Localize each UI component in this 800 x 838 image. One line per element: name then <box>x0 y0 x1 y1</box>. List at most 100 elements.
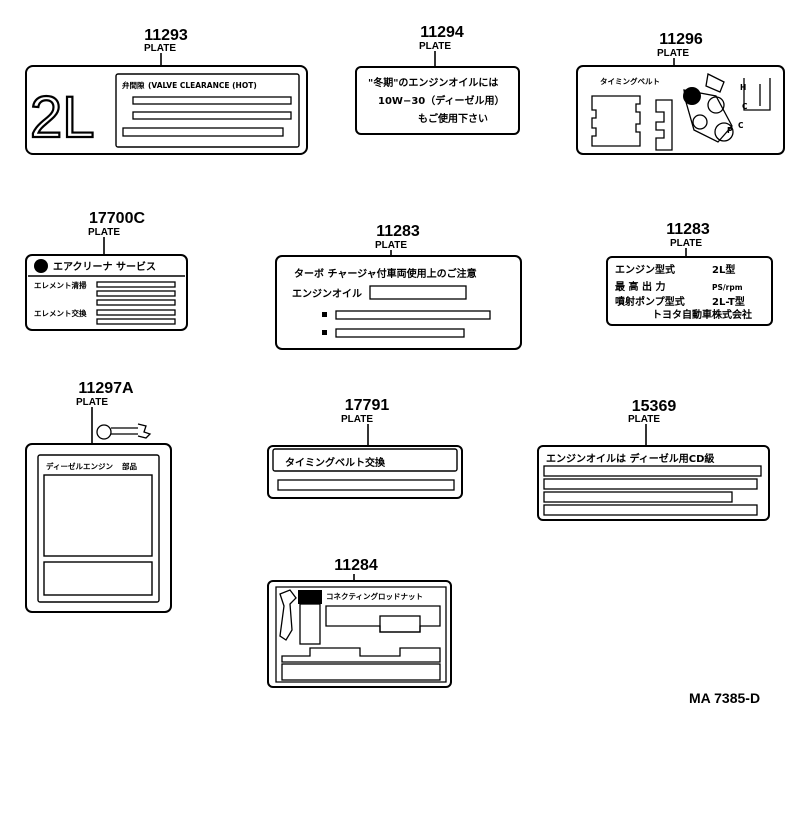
text-bar <box>277 479 455 491</box>
winter-oil-line2: 10W−30（ディーゼル用） <box>378 94 505 107</box>
plate-outline <box>25 254 188 331</box>
manufacturer-name: トヨタ自動車株式会社 <box>652 308 752 321</box>
part-label-11296: PLATE <box>657 48 689 59</box>
injection-pump-value: 2L-T型 <box>712 295 745 308</box>
bullet-icon <box>322 330 327 335</box>
turbo-caution-title: ターボ チャージャ付車両使用上のご注意 <box>294 267 477 280</box>
text-bar <box>543 465 762 477</box>
panel-sketch <box>591 95 641 147</box>
plate-outline <box>355 66 520 135</box>
diesel-engine-title-suffix: 部品 <box>122 461 137 471</box>
tag-outline <box>25 443 172 613</box>
part-17700c: 17700C PLATE エアクリーナ サービス エレメント清掃 エレメント交換 <box>25 210 188 331</box>
part-number-11294: 11294 <box>420 24 464 41</box>
winter-oil-line3: もご使用下さい <box>418 112 488 125</box>
tag-wire-icon <box>111 427 138 435</box>
inner-panel <box>275 586 447 683</box>
bolt-icon <box>299 603 321 645</box>
plate-outline <box>275 255 522 350</box>
plate-outline <box>267 445 463 499</box>
part-11293: 11293 PLATE 2L 弁間隙 (VALVE CLEARANCE (HOT… <box>25 27 308 155</box>
part-number-17700c: 17700C <box>89 210 145 227</box>
injection-pump-label: 噴射ポンプ型式 <box>615 295 685 308</box>
callout-c: C <box>742 102 748 111</box>
text-bar <box>96 309 176 316</box>
text-bar <box>543 491 733 503</box>
part-number-11284: 11284 <box>334 557 378 574</box>
wrench-icon <box>279 589 297 641</box>
text-area <box>43 561 153 596</box>
text-area <box>43 474 153 557</box>
toyota-logo-icon <box>34 259 48 273</box>
callout-c: C <box>738 121 744 130</box>
pulley-icon <box>683 87 701 105</box>
callout-h: H <box>740 83 746 92</box>
part-label-11283: PLATE <box>670 238 702 249</box>
inner-panel <box>37 454 160 603</box>
bullet-icon <box>322 312 327 317</box>
connecting-rod-nut-title: コネクティングロッドナット <box>326 591 423 601</box>
nut-icon <box>298 590 322 604</box>
text-area <box>281 663 441 681</box>
tag-wire-icon <box>137 423 152 439</box>
oil-grade-title: エンジンオイルは ディーゼル用CD級 <box>546 452 714 465</box>
valve-clearance-title-jp: 弁間隙 <box>122 80 145 90</box>
panel-sketch <box>281 647 441 663</box>
part-11283-turbo: 11283 PLATE ターボ チャージャ付車両使用上のご注意 エンジンオイル <box>275 223 522 350</box>
panel-sketch <box>325 605 441 633</box>
panel-sketch <box>655 99 673 151</box>
text-bar <box>543 504 758 516</box>
pulley-icon <box>714 122 734 142</box>
tag-ring-icon <box>96 424 112 440</box>
part-number-11296: 11296 <box>659 31 703 48</box>
tool-icon <box>705 73 725 93</box>
part-11296: 11296 PLATE タイミングベルト H C C P <box>576 31 785 155</box>
part-11283-spec: 11283 PLATE エンジン型式 2L型 最 高 出 力 PS/rpm 噴射… <box>606 221 773 326</box>
text-bar <box>96 299 176 306</box>
element-replace-label: エレメント交換 <box>34 308 87 318</box>
pulley-icon <box>692 114 708 130</box>
part-number-15369: 15369 <box>632 398 677 415</box>
part-11284: 11284 コネクティングロッドナット <box>267 557 452 688</box>
max-output-label: 最 高 出 力 <box>615 280 665 293</box>
engine-type-value: 2L型 <box>712 263 735 276</box>
part-label-11293: PLATE <box>144 43 176 54</box>
max-output-value: PS/rpm <box>712 283 743 292</box>
part-label-17700c: PLATE <box>88 227 120 238</box>
pulley-icon <box>707 96 725 114</box>
winter-oil-line1: "冬期"のエンジンオイルには <box>368 76 498 89</box>
part-label-11297a: PLATE <box>76 397 108 408</box>
text-bar <box>96 281 176 288</box>
text-bar <box>335 328 465 338</box>
text-bar <box>96 318 176 325</box>
gauge-sketch <box>743 78 771 111</box>
plate-outline <box>537 445 770 521</box>
text-bar <box>122 127 284 137</box>
timing-belt-title: タイミングベルト <box>600 76 660 86</box>
engine-oil-label: エンジンオイル <box>292 288 362 300</box>
text-bar <box>369 285 467 300</box>
engine-code-2l: 2L <box>30 85 95 150</box>
title-band <box>272 448 458 472</box>
engine-type-label: エンジン型式 <box>615 263 675 276</box>
part-number-17791: 17791 <box>345 397 390 414</box>
drawing-reference: MA 7385-D <box>689 690 760 706</box>
part-label-15369: PLATE <box>628 414 660 425</box>
air-cleaner-title: エアクリーナ サービス <box>53 260 156 273</box>
valve-clearance-title: (VALVE CLEARANCE (HOT) <box>148 81 257 90</box>
part-label-11283: PLATE <box>375 240 407 251</box>
plate-outline <box>267 580 452 688</box>
part-label-17791: PLATE <box>341 414 373 425</box>
part-number-11283: 11283 <box>666 221 710 238</box>
callout-p: P <box>727 126 733 135</box>
plate-outline <box>576 65 785 155</box>
part-number-11293: 11293 <box>144 27 188 44</box>
timing-belt-replacement: タイミングベルト交換 <box>285 456 386 469</box>
part-15369: 15369 PLATE エンジンオイルは ディーゼル用CD級 <box>537 398 770 521</box>
panel-sketch <box>379 615 421 633</box>
text-bar <box>335 310 491 320</box>
text-bar <box>96 290 176 297</box>
text-bar <box>132 96 292 105</box>
part-17791: 17791 PLATE タイミングベルト交換 <box>267 397 463 499</box>
